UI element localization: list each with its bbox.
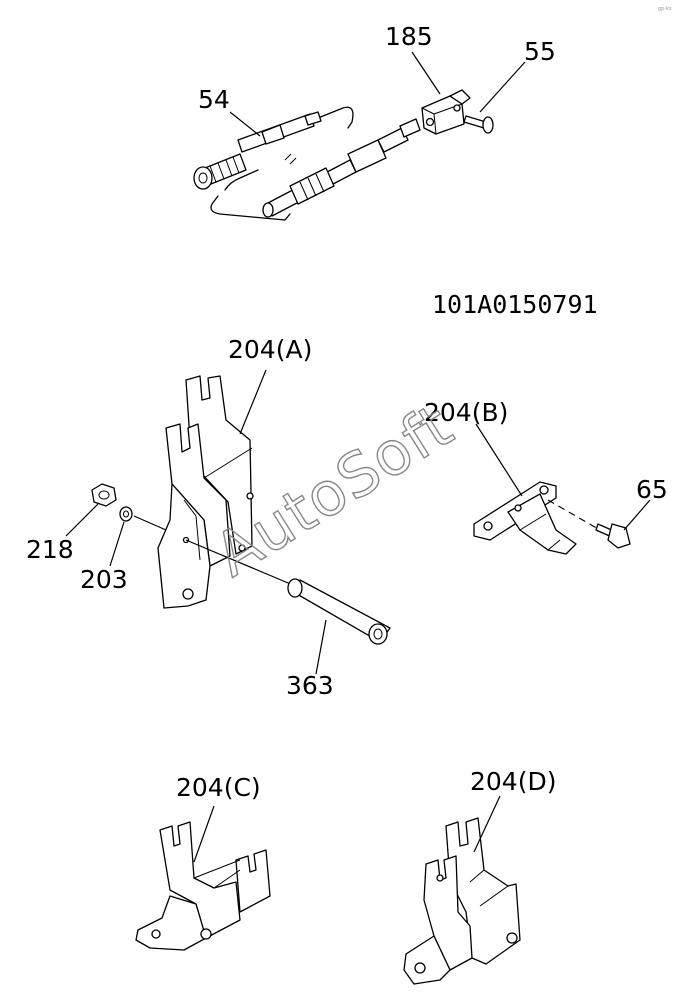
bracket-204c: [135, 821, 271, 951]
bracket-204a: [157, 375, 254, 609]
bracket-204b: [473, 481, 577, 555]
leader-54: [229, 111, 261, 137]
leader-185: [411, 51, 441, 95]
shaft-363: [287, 578, 391, 645]
callout-65: 65: [636, 475, 668, 504]
pin-55: [463, 115, 494, 134]
nut-218: [91, 483, 117, 507]
callout-55: 55: [524, 37, 556, 66]
callout-204b: 204(B): [424, 398, 508, 427]
callout-218: 218: [26, 535, 74, 564]
leader-204d: [473, 795, 501, 853]
callout-204c: 204(C): [176, 773, 261, 802]
leader-204b: [475, 423, 523, 497]
leader-55: [479, 61, 526, 113]
leader-363: [315, 619, 327, 675]
leader-204c: [193, 805, 215, 863]
leader-65: [623, 499, 651, 531]
leader-218: [65, 503, 99, 537]
callout-54: 54: [198, 85, 230, 114]
bolt-axis-line: [133, 515, 167, 531]
leader-204a: [239, 369, 267, 435]
callout-204d: 204(D): [470, 767, 556, 796]
bracket-204d: [403, 817, 521, 985]
callout-203: 203: [80, 565, 128, 594]
washer-203: [119, 506, 133, 522]
callout-185: 185: [385, 22, 433, 51]
callout-204a: 204(A): [228, 335, 312, 364]
clevis-185: [421, 89, 471, 135]
leader-203: [109, 521, 125, 567]
callout-363: 363: [286, 671, 334, 700]
bolt-65: [595, 523, 631, 549]
drawing-code: 101A0150791: [432, 290, 598, 319]
control-cable-54: [193, 106, 421, 221]
corner-mark: gp-ks: [658, 6, 672, 12]
shaft-axis-line: [185, 539, 301, 589]
bolt-65-axis: [547, 499, 601, 531]
